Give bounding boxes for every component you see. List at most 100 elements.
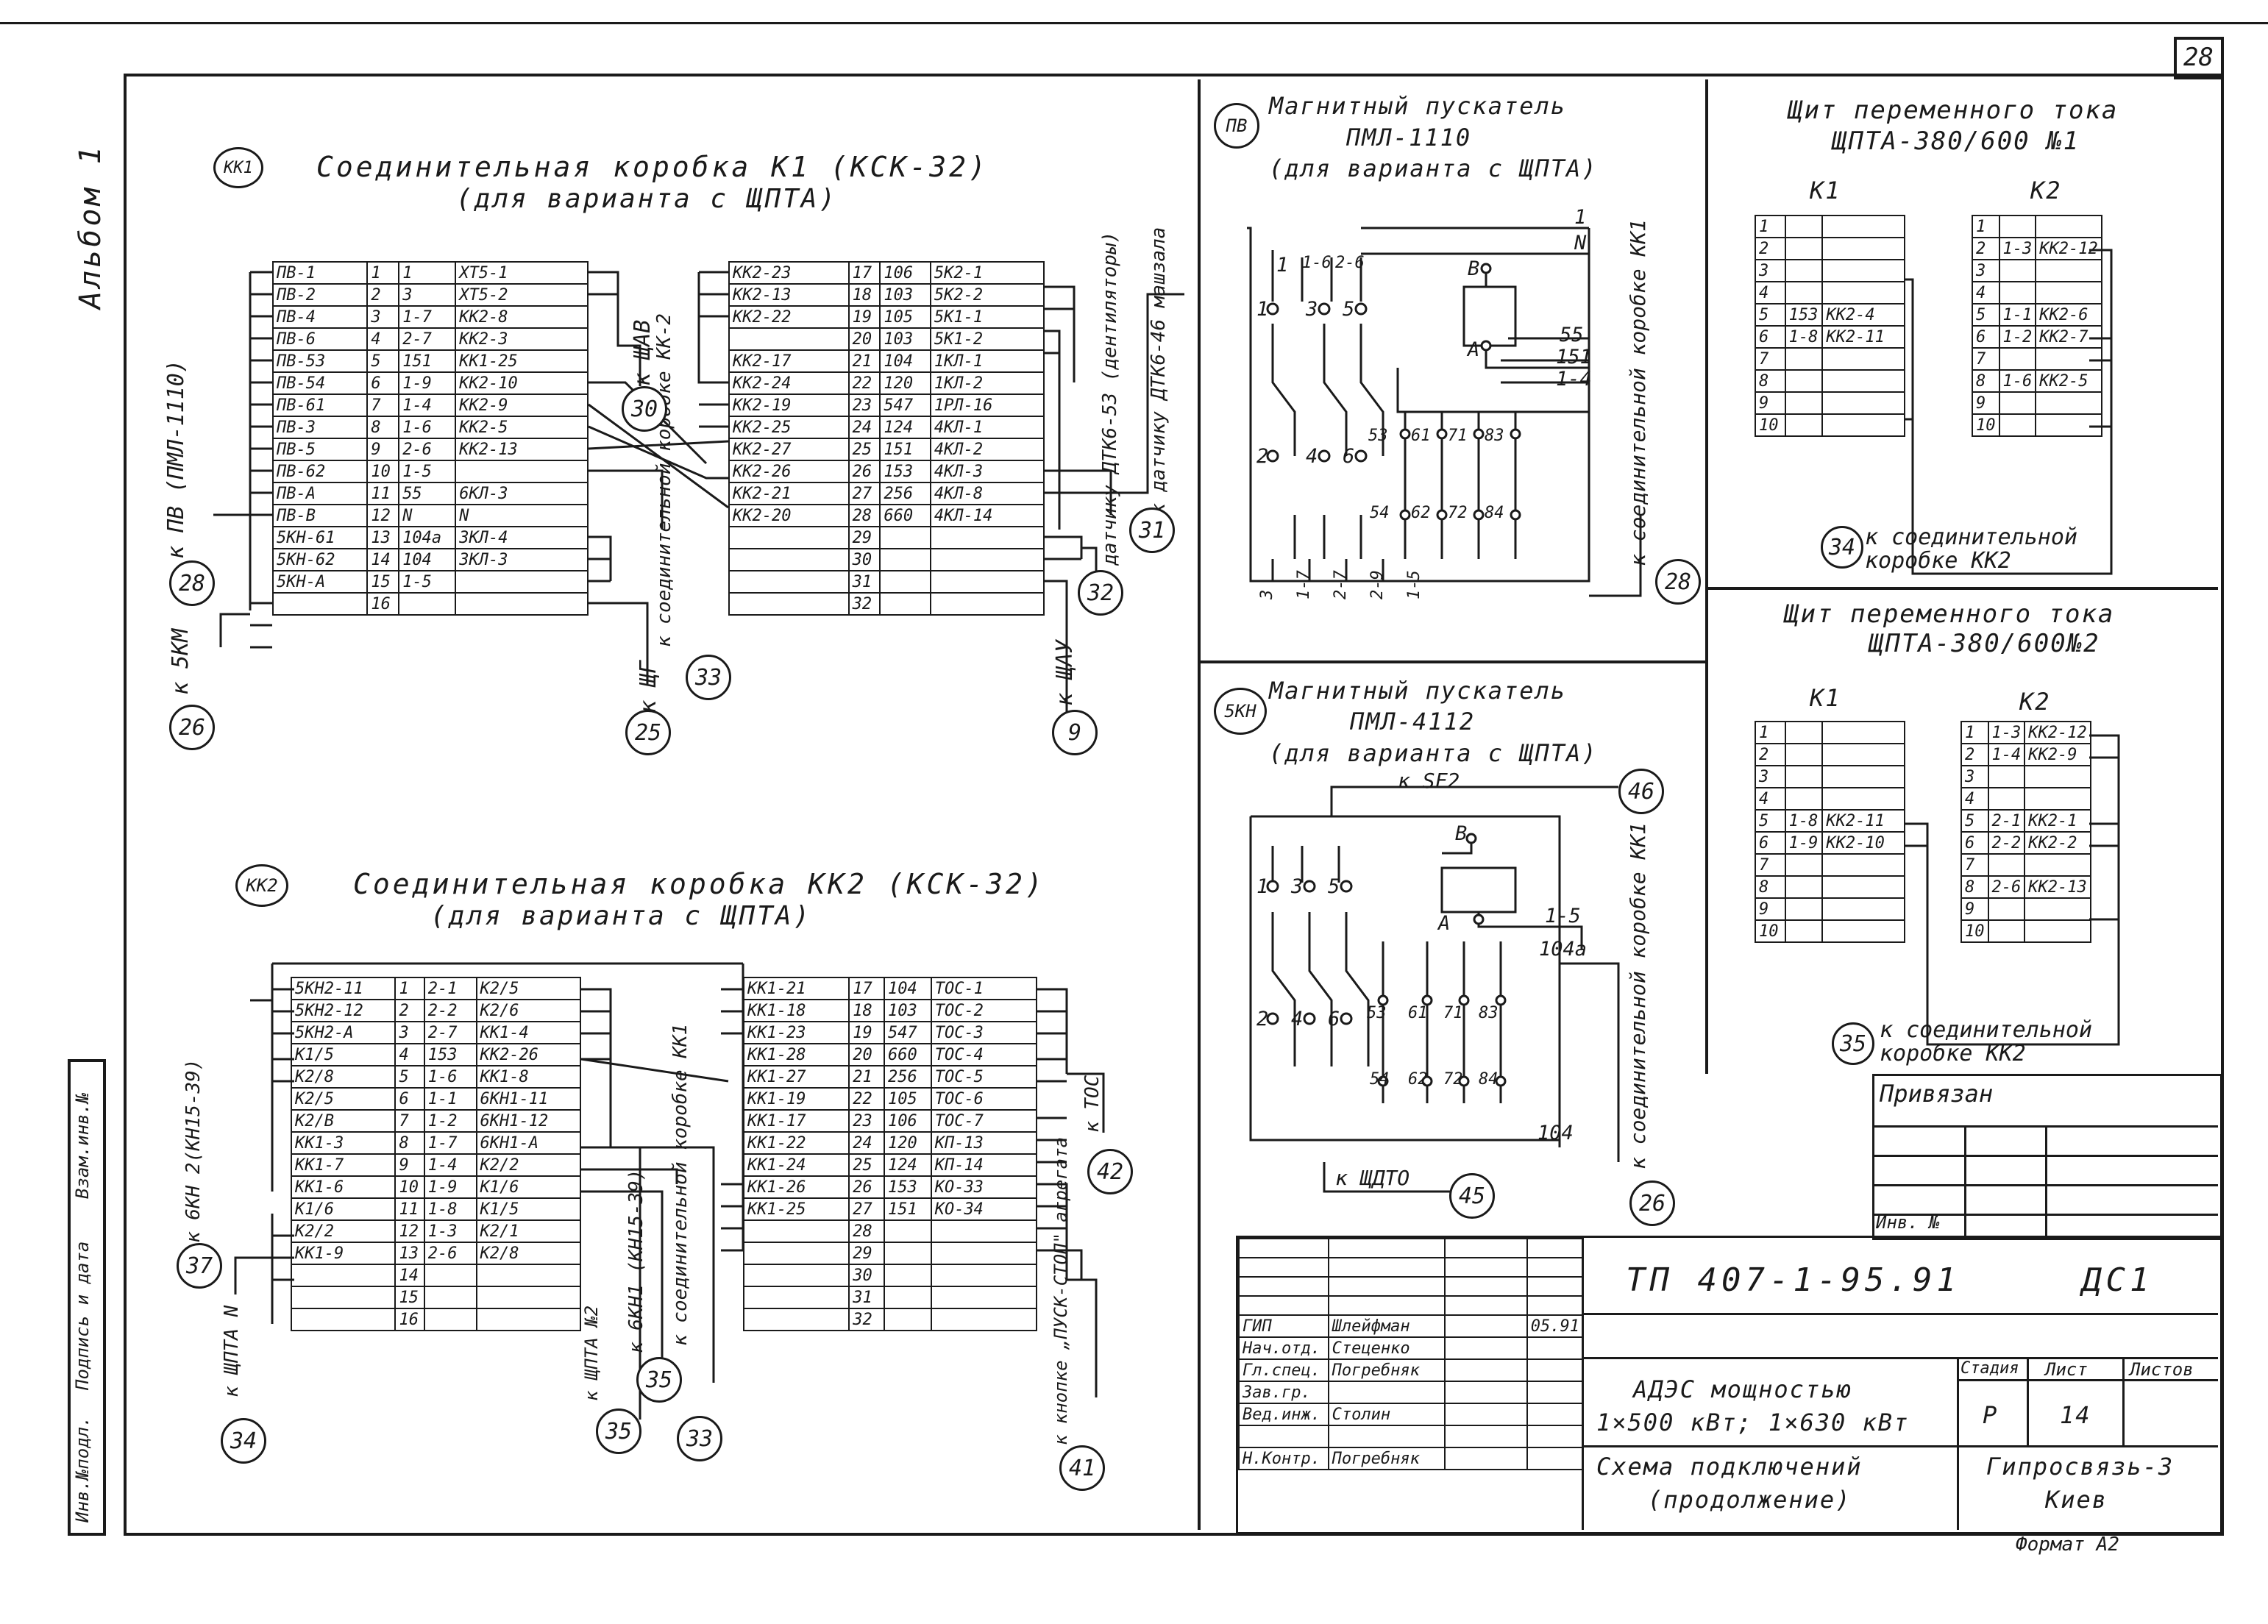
table-cell: ПВ-В	[271, 504, 369, 527]
stamp-stage-header: Стадия	[1960, 1359, 2019, 1378]
table-cell: КК2-26	[475, 1043, 581, 1066]
table-cell: 1КЛ-2	[929, 371, 1045, 395]
table-cell	[1784, 237, 1824, 260]
stamp-cell: Погребняк	[1327, 1358, 1446, 1382]
stamp-cell	[1327, 1295, 1446, 1316]
stamp-cell	[1444, 1295, 1528, 1316]
stamp-cell	[1444, 1238, 1528, 1258]
stamp-empty-row	[1238, 1276, 1585, 1297]
table-cell: 4	[394, 1043, 425, 1066]
table-cell: 2-7	[423, 1021, 477, 1044]
stamp-sheets-header: Листов	[2130, 1359, 2194, 1380]
table-cell: 120	[879, 371, 931, 395]
table-cell: КО-33	[930, 1175, 1038, 1199]
top-border-line	[0, 22, 2268, 24]
table-cell: 1-2	[1998, 325, 2037, 349]
table-cell: 22	[848, 1087, 886, 1111]
table-cell: 1КЛ-1	[929, 349, 1045, 373]
kn5-c84: 84	[1479, 1070, 1499, 1089]
table-cell: 6КН1-А	[475, 1131, 581, 1155]
table-cell: ПВ-3	[271, 416, 369, 439]
table-cell: КК1-23	[742, 1021, 850, 1044]
stamp-vline-sheet	[2027, 1357, 2029, 1445]
table-cell	[1987, 787, 2026, 811]
table-row: 1	[1755, 215, 1905, 238]
table-row: 1	[1755, 721, 1905, 744]
table-cell: 3КЛ-4	[455, 526, 589, 549]
table-cell	[1821, 215, 1905, 238]
table-cell: КК1-24	[742, 1153, 850, 1177]
table-cell: 153	[884, 1175, 932, 1199]
stamp-cell	[1526, 1238, 1585, 1258]
table-cell: 2-1	[423, 977, 477, 1000]
table-cell: 151	[398, 349, 457, 373]
table-cell: 8	[394, 1131, 425, 1155]
stamp-empty-row	[1238, 1257, 1585, 1278]
table-row: 9	[1960, 897, 2091, 921]
stamp-cell	[1238, 1257, 1329, 1278]
table-cell	[884, 1264, 932, 1287]
table-cell: 8	[366, 416, 400, 439]
table-cell: 15	[394, 1286, 425, 1309]
table-cell: 15	[366, 570, 400, 594]
table-cell	[1784, 853, 1824, 877]
table-cell: 151	[884, 1197, 932, 1221]
stamp-cell	[1444, 1403, 1528, 1426]
kn5-term-104: 104	[1538, 1122, 1574, 1144]
table-row: 10	[1755, 413, 1905, 437]
stamp-title-2: 1×500 кВт; 1×630 кВт	[1596, 1408, 1910, 1436]
table-cell: 6	[366, 371, 400, 395]
kn5-c6: 6	[1328, 1008, 1340, 1030]
table-cell	[1998, 413, 2037, 437]
table-cell: 8	[1755, 369, 1786, 393]
table-cell: 18	[848, 999, 886, 1022]
table-cell: 4КЛ-2	[929, 438, 1045, 461]
table-row: 32	[728, 592, 1045, 616]
table-cell: N	[455, 504, 589, 527]
table-cell: 3	[1960, 765, 1989, 788]
table-cell	[1821, 369, 1905, 393]
stamp-cell	[1526, 1257, 1585, 1278]
table-cell: 23	[848, 1109, 886, 1133]
table-cell	[1784, 875, 1824, 899]
table-cell	[2024, 897, 2091, 921]
table-cell: 30	[848, 1264, 886, 1287]
stamp-cell: ГИП	[1238, 1314, 1329, 1338]
kk2-circle-35b: 35	[596, 1408, 641, 1454]
stamp-cell: Столин	[1327, 1403, 1446, 1426]
table-cell	[1987, 897, 2026, 921]
pv-term-151: 151	[1556, 346, 1592, 368]
table-row: 4	[1755, 281, 1905, 304]
table-cell: 24	[847, 416, 881, 439]
table-row: 7	[1755, 347, 1905, 371]
table-cell: ПВ-А	[271, 482, 369, 505]
table-cell: 1	[398, 261, 457, 285]
table-cell: ПВ-62	[271, 460, 369, 483]
table-cell: КК2-23	[728, 261, 850, 285]
pv-c3: 3	[1306, 298, 1318, 321]
table-cell: 1-9	[398, 371, 457, 395]
table-cell: КК1-17	[742, 1109, 850, 1133]
table-cell	[1821, 787, 1905, 811]
stamp-sheet-header: Лист	[2045, 1359, 2088, 1380]
table-cell: 2	[1960, 743, 1989, 766]
table-cell: 2-2	[423, 999, 477, 1022]
pv-term-55: 55	[1560, 324, 1584, 346]
table-cell: КК1-6	[290, 1175, 397, 1199]
table-cell: 1	[1755, 721, 1786, 744]
table-cell: КК1-27	[742, 1065, 850, 1089]
table-cell: 1-8	[423, 1197, 477, 1221]
table-cell: 9	[1972, 391, 2000, 415]
